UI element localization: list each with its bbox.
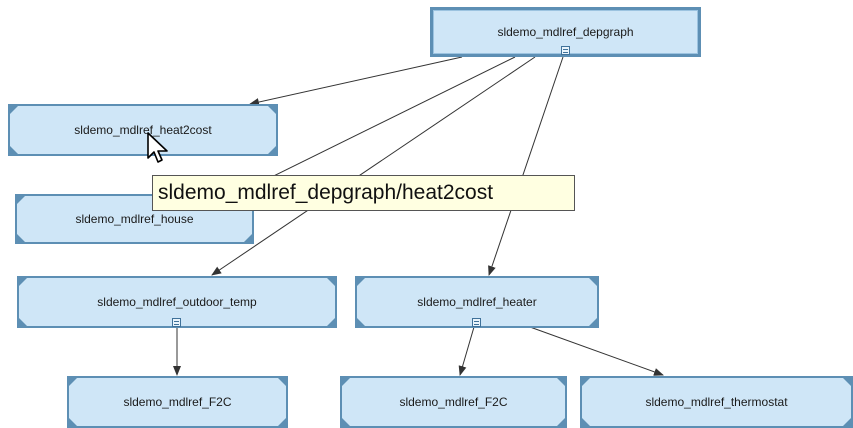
node-corner-decoration bbox=[276, 376, 288, 388]
node-corner-decoration bbox=[276, 416, 288, 428]
node-corner-decoration bbox=[841, 376, 853, 388]
node-corner-decoration bbox=[15, 232, 27, 244]
edge-depgraph-house bbox=[234, 56, 516, 196]
node-heat2cost-label: sldemo_mdlref_heat2cost bbox=[74, 123, 212, 137]
node-corner-decoration bbox=[325, 316, 337, 328]
node-thermostat-label: sldemo_mdlref_thermostat bbox=[645, 395, 788, 409]
node-heat2cost[interactable]: sldemo_mdlref_heat2cost bbox=[8, 104, 278, 156]
node-corner-decoration bbox=[355, 276, 367, 288]
node-corner-decoration bbox=[587, 276, 599, 288]
node-depgraph-label: sldemo_mdlref_depgraph bbox=[497, 25, 634, 39]
node-corner-decoration bbox=[266, 104, 278, 116]
node-corner-decoration bbox=[555, 416, 567, 428]
node-f2c-right-label: sldemo_mdlref_F2C bbox=[399, 395, 508, 409]
node-corner-decoration bbox=[355, 316, 367, 328]
collapse-icon[interactable] bbox=[560, 46, 570, 55]
collapse-icon[interactable] bbox=[472, 318, 481, 327]
node-thermostat[interactable]: sldemo_mdlref_thermostat bbox=[580, 376, 853, 428]
node-heater[interactable]: sldemo_mdlref_heater bbox=[355, 276, 599, 328]
node-corner-decoration bbox=[15, 194, 27, 206]
node-f2c-left[interactable]: sldemo_mdlref_F2C bbox=[67, 376, 288, 428]
node-corner-decoration bbox=[580, 416, 592, 428]
tooltip-text: sldemo_mdlref_depgraph/heat2cost bbox=[158, 181, 494, 204]
node-corner-decoration bbox=[841, 416, 853, 428]
edge-depgraph-heat2cost bbox=[249, 56, 463, 106]
node-outdoor-temp[interactable]: sldemo_mdlref_outdoor_temp bbox=[17, 276, 337, 328]
node-corner-decoration bbox=[580, 376, 592, 388]
node-corner-decoration bbox=[17, 316, 29, 328]
edge-depgraph-outdoor-temp bbox=[211, 56, 536, 276]
tooltip: sldemo_mdlref_depgraph/heat2cost bbox=[152, 175, 575, 211]
node-corner-decoration bbox=[242, 232, 254, 244]
node-corner-decoration bbox=[555, 376, 567, 388]
node-house-label: sldemo_mdlref_house bbox=[75, 212, 194, 226]
edge-heater-f2c bbox=[458, 326, 475, 376]
node-corner-decoration bbox=[340, 376, 352, 388]
edge-heater-thermostat bbox=[529, 326, 664, 376]
node-corner-decoration bbox=[8, 104, 20, 116]
node-corner-decoration bbox=[17, 276, 29, 288]
node-corner-decoration bbox=[325, 276, 337, 288]
node-corner-decoration bbox=[587, 316, 599, 328]
node-f2c-right[interactable]: sldemo_mdlref_F2C bbox=[340, 376, 567, 428]
node-f2c-left-label: sldemo_mdlref_F2C bbox=[123, 395, 232, 409]
node-outdoor-temp-label: sldemo_mdlref_outdoor_temp bbox=[97, 295, 257, 309]
node-corner-decoration bbox=[67, 376, 79, 388]
arrow-pointer-icon bbox=[147, 132, 168, 163]
collapse-icon[interactable] bbox=[172, 318, 181, 327]
node-corner-decoration bbox=[67, 416, 79, 428]
node-depgraph[interactable]: sldemo_mdlref_depgraph bbox=[430, 7, 701, 57]
edge-depgraph-heater bbox=[488, 56, 564, 276]
node-corner-decoration bbox=[340, 416, 352, 428]
node-corner-decoration bbox=[266, 144, 278, 156]
node-heater-label: sldemo_mdlref_heater bbox=[417, 295, 537, 309]
node-corner-decoration bbox=[8, 144, 20, 156]
